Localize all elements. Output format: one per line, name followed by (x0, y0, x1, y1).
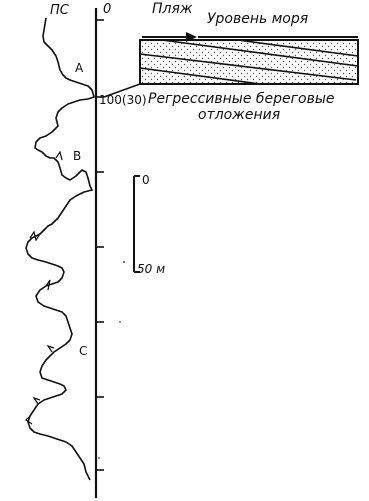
depth-100-label: 100(30) (99, 93, 147, 107)
bedding-line (139, 53, 357, 81)
scale-zero-label: 0 (142, 173, 150, 187)
sp-curve-label: ПС (50, 3, 69, 18)
bedding-line (139, 67, 261, 85)
scale-fifty-label: 50 м (137, 262, 166, 276)
speck (119, 321, 121, 323)
seabed-connector (103, 83, 141, 98)
unit-a-label: A (75, 61, 84, 75)
sp-log-detail (25, 150, 63, 425)
deposits-label-line2: отложения (198, 107, 281, 123)
deposit-section (103, 39, 359, 98)
speck (98, 457, 100, 459)
bedding-line (237, 39, 359, 57)
speck (123, 261, 125, 263)
depth-zero-label: 0 (103, 2, 112, 17)
sea-level-label: Уровень моря (207, 11, 309, 27)
scale-bar (133, 175, 140, 273)
bedding-line (161, 39, 359, 67)
unit-b-label: B (73, 149, 82, 163)
unit-c-label: C (79, 344, 88, 358)
depth-ticks (96, 19, 104, 471)
deposits-label-line1: Регрессивные береговые (148, 91, 335, 107)
sp-log-curve (25, 17, 95, 481)
beach-label: Пляж (152, 1, 193, 17)
